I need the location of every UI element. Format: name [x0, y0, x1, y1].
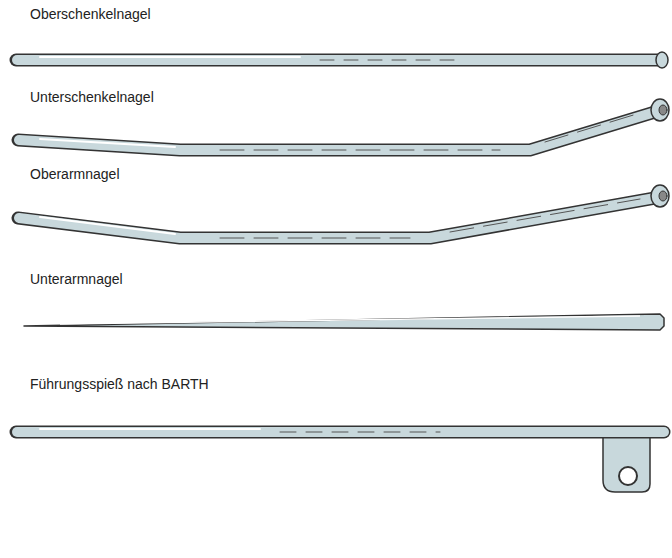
guide-spike: [16, 429, 664, 492]
part-label: Unterschenkelnagel: [30, 89, 154, 106]
forearm-nail: [24, 314, 664, 330]
part-label: Führungsspieß nach BARTH: [30, 376, 209, 393]
femur-nail: [16, 52, 668, 68]
part-label: Oberschenkelnagel: [30, 6, 151, 23]
humerus-nail: [18, 185, 669, 238]
part-label: Unterarmnagel: [30, 271, 123, 288]
part-label: Oberarmnagel: [30, 166, 120, 183]
tibia-nail: [18, 99, 669, 150]
